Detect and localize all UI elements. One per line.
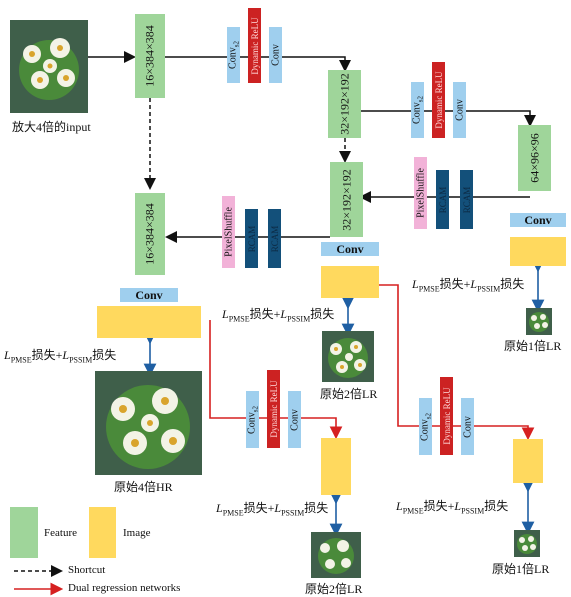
feature-label: 64×96×96 [527,133,541,183]
image-output-1x-bottom [513,439,543,483]
flower-photo-icon [526,308,552,335]
caption-lr2-bottom: 原始2倍LR [305,582,363,596]
conv-s2-layer: Convs2 [227,27,240,83]
photo-lr2-mid [322,331,374,382]
flower-photo-icon [311,532,361,578]
image-output-2x-bottom [321,438,351,495]
legend-dual-label: Dual regression networks [68,582,181,594]
flower-photo-icon [514,530,540,557]
feature-label: 32×192×192 [337,73,351,135]
flower-photo-icon [10,20,88,113]
image-output-1x [510,237,566,266]
flower-photo-icon [95,371,202,475]
feature-32x192-top: 32×192×192 [328,70,361,138]
feature-16x384-top: 16×384×384 [135,14,165,98]
conv-layer: Conv [288,391,301,448]
image-output-4x [97,306,201,338]
input-photo [10,20,88,113]
photo-lr1-bottom [514,530,540,557]
legend-image-swatch [89,507,116,558]
pixelshuffle-layer: PixelShuffle [414,157,427,229]
feature-label: 32×192×192 [339,168,353,231]
dynamic-relu-layer: Dynamic ReLU [432,62,445,138]
feature-16x384-mid: 16×384×384 [135,193,165,275]
conv-layer: Conv [269,27,282,83]
dynamic-relu-layer: Dynamic ReLU [267,370,280,448]
conv-s2-layer: Convs2 [411,82,424,138]
feature-label: 16×384×384 [142,25,157,87]
conv-block-left: Conv [120,288,178,302]
feature-label: 16×384×384 [142,203,157,265]
conv-layer: Conv [453,82,466,138]
photo-lr2-bottom [311,532,361,578]
pixelshuffle-layer: PixelShuffle [222,196,235,268]
legend-image-label: Image [123,527,151,539]
caption-lr1-bottom: 原始1倍LR [492,562,550,576]
photo-lr1-right [526,308,552,335]
rcam-layer: RCAM [245,209,258,268]
photo-hr4 [95,371,202,475]
arrow-f16-to-f32 [165,56,351,72]
conv-s2-layer: Convs2 [246,391,259,448]
conv-block-right: Conv [510,213,566,227]
loss-label-bottom-right: LPMSE损失+LPSSIM损失 [396,499,509,516]
arrow-f32-to-f64 [361,110,536,127]
dual-path-2 [379,284,535,441]
loss-label-mid: LPMSE损失+LPSSIM损失 [222,307,335,324]
dynamic-relu-layer: Dynamic ReLU [248,8,261,83]
caption-input: 放大4倍的input [12,120,91,134]
loss-label-bottom-mid: LPMSE损失+LPSSIM损失 [216,501,329,518]
flower-photo-icon [322,331,374,382]
image-output-2x [321,266,379,298]
legend-feature-swatch [10,507,38,558]
feature-64x96: 64×96×96 [518,125,551,191]
caption-lr1-right: 原始1倍LR [504,339,562,353]
rcam-layer: RCAM [268,209,281,268]
dynamic-relu-layer: Dynamic ReLU [440,377,453,455]
rcam-layer: RCAM [460,170,473,229]
caption-lr2-mid: 原始2倍LR [320,387,378,401]
feature-32x192-mid: 32×192×192 [330,162,363,237]
conv-block-mid: Conv [321,242,379,256]
conv-layer: Conv [461,398,474,455]
legend-shortcut-label: Shortcut [68,564,106,576]
loss-label-left: LPMSE损失+LPSSIM损失 [4,348,117,365]
conv-s2-layer: Convs2 [419,398,432,455]
caption-hr4: 原始4倍HR [114,480,173,494]
legend-feature-label: Feature [44,527,77,539]
loss-label-right: LPMSE损失+LPSSIM损失 [412,277,525,294]
rcam-layer: RCAM [436,170,449,229]
